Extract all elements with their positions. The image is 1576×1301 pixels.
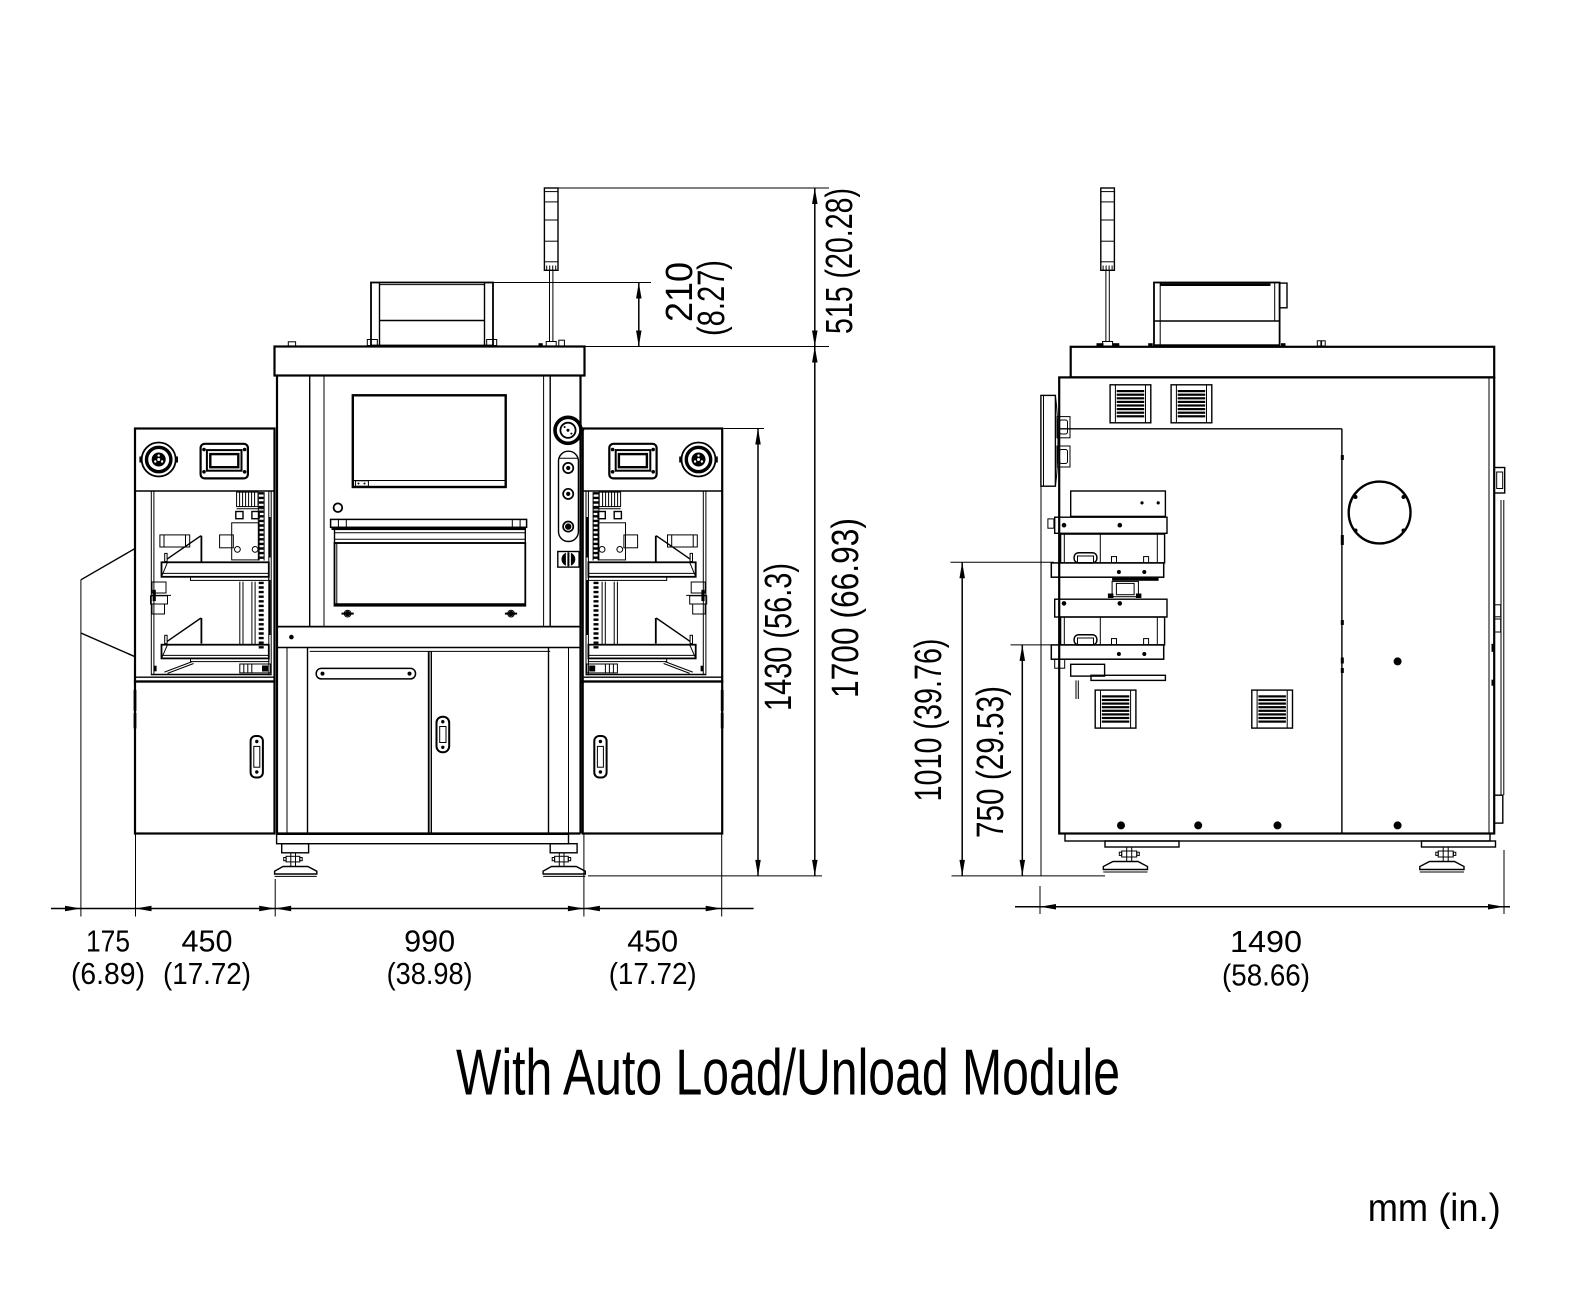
svg-text:1430 (56.3): 1430 (56.3) xyxy=(758,563,800,711)
svg-text:450: 450 xyxy=(182,924,233,959)
svg-text:175: 175 xyxy=(86,924,130,959)
svg-text:210: 210 xyxy=(659,262,701,322)
svg-text:(38.98): (38.98) xyxy=(387,956,473,991)
svg-text:1010 (39.76): 1010 (39.76) xyxy=(908,639,950,802)
svg-text:990: 990 xyxy=(404,924,455,959)
svg-text:750 (29.53): 750 (29.53) xyxy=(970,686,1012,838)
svg-text:450: 450 xyxy=(627,924,678,959)
svg-text:(6.89): (6.89) xyxy=(71,956,145,991)
svg-text:1490: 1490 xyxy=(1230,924,1302,959)
svg-text:(17.72): (17.72) xyxy=(163,956,251,991)
svg-text:(58.66): (58.66) xyxy=(1222,958,1310,993)
svg-text:mm (in.): mm (in.) xyxy=(1368,1187,1501,1230)
svg-text:(8.27): (8.27) xyxy=(691,260,733,336)
svg-text:With Auto Load/Unload Module: With Auto Load/Unload Module xyxy=(456,1036,1120,1109)
svg-text:(17.72): (17.72) xyxy=(609,956,697,991)
svg-text:515 (20.28): 515 (20.28) xyxy=(819,188,861,334)
svg-text:1700 (66.93): 1700 (66.93) xyxy=(825,518,867,698)
